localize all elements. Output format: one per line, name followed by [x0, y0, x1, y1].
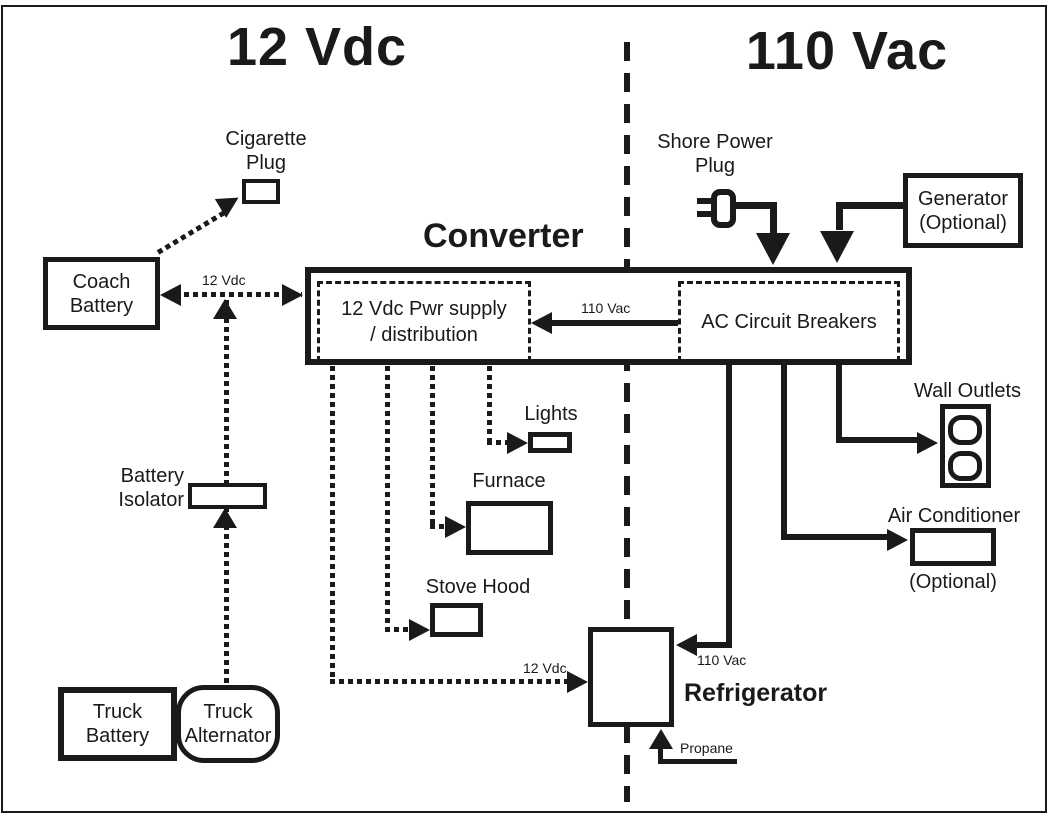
ac-circuit-breakers-box: AC Circuit Breakers	[678, 281, 900, 362]
truck-battery-box: Truck Battery	[58, 687, 177, 761]
shore-power-label: Shore Power Plug	[657, 131, 773, 177]
refrigerator-label: Refrigerator	[684, 679, 828, 707]
wire-breakers-to-outlets-h	[836, 437, 920, 443]
wire-label-110vac-fridge: 110 Vac	[697, 652, 747, 668]
shore-power-plug-icon	[711, 189, 736, 228]
truck-alternator-box: Truck Alternator	[176, 685, 280, 763]
ac-section-title: 110 Vac	[745, 21, 949, 81]
lights-label: Lights	[524, 403, 578, 425]
page-border	[1, 5, 1047, 813]
wire-generator-horizontal	[836, 202, 903, 209]
dc-power-supply-box: 12 Vdc Pwr supply / distribution	[317, 281, 531, 362]
wire-label-12vdc-coach: 12 Vdc	[202, 272, 246, 288]
wire-breakers-to-outlets-v	[836, 364, 842, 440]
arrowhead-up-to-isolator	[213, 508, 237, 528]
stove-hood-box	[430, 603, 483, 637]
arrowhead-to-wall-outlets	[917, 432, 938, 454]
battery-isolator-box	[188, 483, 267, 509]
battery-isolator-label: Battery Isolator	[118, 465, 184, 511]
wire-breakers-to-ac-v	[781, 364, 787, 538]
wire-shore-vertical	[770, 202, 777, 236]
arrowhead-up-to-coach-wire	[213, 299, 237, 319]
cigarette-plug-box	[242, 179, 280, 204]
plug-prong-bottom	[697, 211, 712, 217]
wire-supply-to-furnace-v	[430, 366, 435, 527]
wire-breakers-to-supply	[552, 320, 678, 326]
arrowhead-to-air-conditioner	[887, 529, 908, 551]
wire-breakers-to-fridge-v	[726, 364, 732, 646]
dc-ac-divider-line	[624, 42, 630, 802]
arrowhead-110vac-to-fridge	[676, 634, 697, 656]
wire-supply-to-fridge-v	[330, 366, 335, 682]
wire-breakers-to-ac-h	[781, 534, 888, 540]
arrowhead-shore-to-breakers	[756, 233, 790, 265]
wire-propane-v	[658, 747, 663, 764]
air-conditioner-label: Air Conditioner	[887, 505, 1021, 527]
furnace-label: Furnace	[472, 470, 546, 492]
wire-shore-horizontal	[734, 202, 777, 209]
wire-propane-h	[658, 759, 737, 764]
arrowhead-to-coach-battery	[160, 284, 181, 306]
wire-supply-to-stovehood-v	[385, 366, 390, 629]
arrowhead-to-furnace	[445, 516, 466, 538]
wall-outlets-box	[940, 404, 991, 488]
arrowhead-to-stove-hood	[409, 619, 430, 641]
arrowhead-propane-to-fridge	[649, 729, 673, 749]
outlet-socket-top-icon	[948, 415, 982, 445]
wire-breakers-to-fridge-h	[693, 642, 732, 648]
air-conditioner-optional-label: (Optional)	[909, 571, 997, 593]
plug-prong-top	[697, 198, 712, 204]
wire-supply-to-furnace-h	[430, 524, 448, 529]
arrowhead-to-lights	[507, 432, 528, 454]
wire-label-12vdc-fridge: 12 Vdc	[523, 660, 567, 676]
stove-hood-label: Stove Hood	[425, 576, 531, 598]
dc-section-title: 12 Vdc	[226, 17, 408, 77]
lights-box	[528, 432, 572, 453]
arrowhead-12vdc-to-fridge	[567, 671, 588, 693]
coach-battery-box: Coach Battery	[43, 257, 160, 330]
wire-supply-to-lights-h	[487, 440, 509, 445]
wire-coach-to-converter	[166, 292, 302, 297]
generator-box: Generator (Optional)	[903, 173, 1023, 248]
wire-supply-to-lights-v	[487, 366, 492, 442]
wire-label-propane: Propane	[680, 740, 733, 756]
wire-supply-to-fridge-h	[330, 679, 568, 684]
wire-supply-to-stovehood-h	[385, 627, 412, 632]
wall-outlets-label: Wall Outlets	[913, 380, 1022, 402]
air-conditioner-box	[910, 528, 996, 566]
outlet-socket-bottom-icon	[948, 451, 982, 481]
converter-title: Converter	[423, 217, 584, 255]
furnace-box	[466, 501, 553, 555]
arrowhead-to-converter	[282, 284, 303, 306]
refrigerator-box	[588, 627, 674, 727]
wire-generator-vertical	[836, 202, 843, 230]
cigarette-plug-label: Cigarette Plug	[225, 128, 307, 174]
arrowhead-to-dc-supply	[531, 312, 552, 334]
wire-label-110vac-internal: 110 Vac	[581, 300, 631, 316]
arrowhead-generator-to-breakers	[820, 231, 854, 263]
